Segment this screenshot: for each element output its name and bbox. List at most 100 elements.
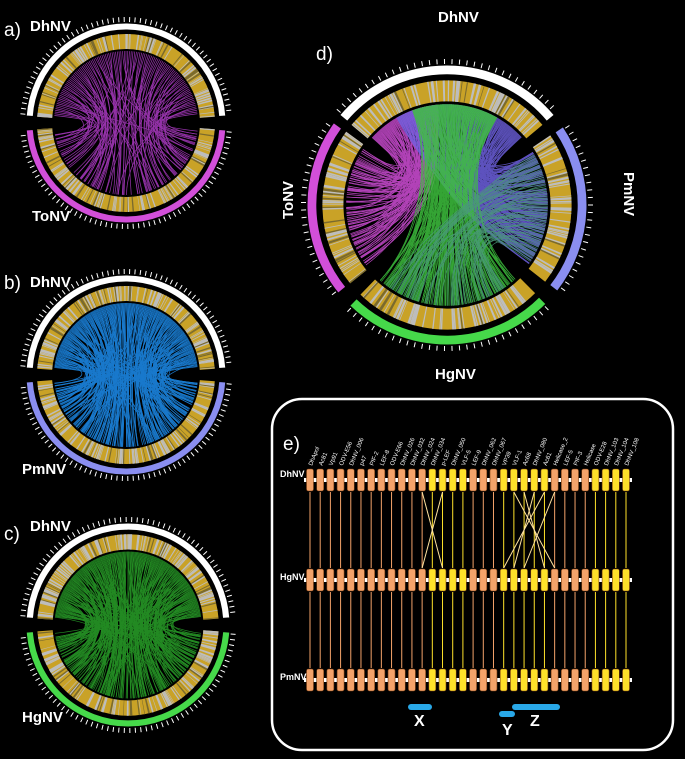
gene-label: VP39: [502, 450, 513, 466]
circos-plot-d: [301, 59, 593, 351]
gene-label: PIF-2: [369, 450, 380, 466]
d-HgNV-stripes: [362, 281, 527, 330]
genome-axis: [304, 478, 632, 482]
gene-box: [510, 568, 518, 592]
panel-b: b) DhNV PmNV: [4, 269, 232, 481]
gene-box: [418, 568, 426, 592]
gene-box: [438, 668, 447, 692]
gene-box: [316, 668, 324, 692]
gene-box: [571, 568, 579, 592]
gene-label: LEF-8: [380, 449, 392, 467]
b-links: [54, 302, 198, 448]
genome-label-a-top: DhNV: [30, 18, 71, 35]
gene-label: p47: [359, 455, 369, 467]
genome-label-d-bottom: HgNV: [435, 366, 476, 383]
c-other-stripes: [37, 630, 219, 716]
gene-box: [326, 568, 335, 592]
gene-box: [530, 468, 539, 492]
gene-label: p-LEF: [441, 449, 453, 467]
b-other-stripes: [37, 382, 215, 464]
gene-label: VLF-1: [512, 449, 524, 467]
gene-box: [601, 668, 610, 692]
gene-box: [408, 668, 416, 692]
gene-box: [336, 668, 345, 692]
panel-a: a) DhNV ToNV: [4, 17, 232, 229]
a-DhNV-ticks: [20, 17, 232, 115]
genome-axis: [304, 578, 632, 582]
gene-box: [408, 468, 416, 492]
gene-box: [469, 568, 477, 592]
region-label-Y: Y: [502, 722, 513, 739]
gene-box: [469, 668, 477, 692]
gene-box: [550, 568, 559, 592]
gene-box: [377, 568, 386, 592]
row-label-PmNV: PmNV: [280, 672, 307, 682]
gene-box: [499, 468, 508, 492]
gene-box: [448, 468, 457, 492]
gene-box: [581, 468, 590, 492]
gene-box: [571, 668, 579, 692]
row-label-DhNV: DhNV: [280, 469, 305, 479]
d-PmNV-ticks: [560, 125, 593, 292]
gene-box: [428, 568, 437, 592]
gene-box: [387, 568, 396, 592]
a-other-band: [25, 128, 227, 224]
gene-box: [581, 568, 590, 592]
gene-box: [448, 668, 457, 692]
gene-box: [326, 668, 335, 692]
gene-box: [601, 468, 610, 492]
b-DhNV-ticks: [20, 269, 232, 367]
region-label-X: X: [414, 713, 425, 730]
gene-box: [438, 568, 447, 592]
row-label-HgNV: HgNV: [280, 572, 305, 582]
genome-label-d-right: PmNV: [620, 172, 637, 216]
panel-c: c) DhNV HgNV: [4, 517, 236, 733]
gene-box: [561, 668, 569, 692]
gene-box: [459, 568, 467, 592]
gene-box: [377, 468, 386, 492]
gene-box: [499, 668, 508, 692]
gene-box: [612, 668, 620, 692]
gene-box: [459, 468, 467, 492]
gene-box: [367, 468, 375, 492]
gene-box: [428, 668, 437, 692]
region-bar-Y: [499, 711, 515, 717]
gene-box: [550, 468, 559, 492]
gene-box: [489, 668, 498, 692]
gene-box: [306, 468, 314, 492]
c-other-track: [37, 630, 219, 716]
c-other-ticks: [20, 633, 236, 733]
gene-box: [561, 568, 569, 592]
panel-label-d: d): [316, 44, 333, 65]
d-HgNV-band: [349, 296, 547, 346]
a-links: [54, 50, 198, 196]
genome-label-c-top: DhNV: [30, 518, 71, 535]
d-DhNV-band: [339, 64, 555, 123]
gene-box: [622, 668, 630, 692]
gene-box: [479, 668, 488, 692]
panel-label-b: b): [4, 273, 21, 294]
gene-row-HgNV: [304, 568, 632, 592]
d-HgNV-track: [360, 278, 536, 330]
a-other-stripes: [37, 128, 215, 212]
d-ToNV-ticks: [301, 122, 337, 296]
gene-box: [510, 468, 518, 492]
gene-label: Ac81: [318, 451, 329, 467]
gene-box: [346, 568, 355, 592]
gene-box: [520, 568, 528, 592]
gene-box: [561, 468, 569, 492]
gene-row-PmNV: [304, 668, 632, 692]
gene-box: [612, 568, 620, 592]
gene-box: [540, 568, 549, 592]
c-DhNV-track: [37, 534, 219, 620]
gene-label: LEF-9: [471, 449, 483, 467]
gene-box: [346, 668, 355, 692]
gene-box: [489, 468, 498, 492]
gene-box: [448, 568, 457, 592]
region-bar-Z: [512, 704, 560, 710]
gene-box: [336, 468, 345, 492]
region-bar-X: [408, 704, 432, 710]
gene-box: [469, 468, 477, 492]
gene-box: [622, 568, 630, 592]
